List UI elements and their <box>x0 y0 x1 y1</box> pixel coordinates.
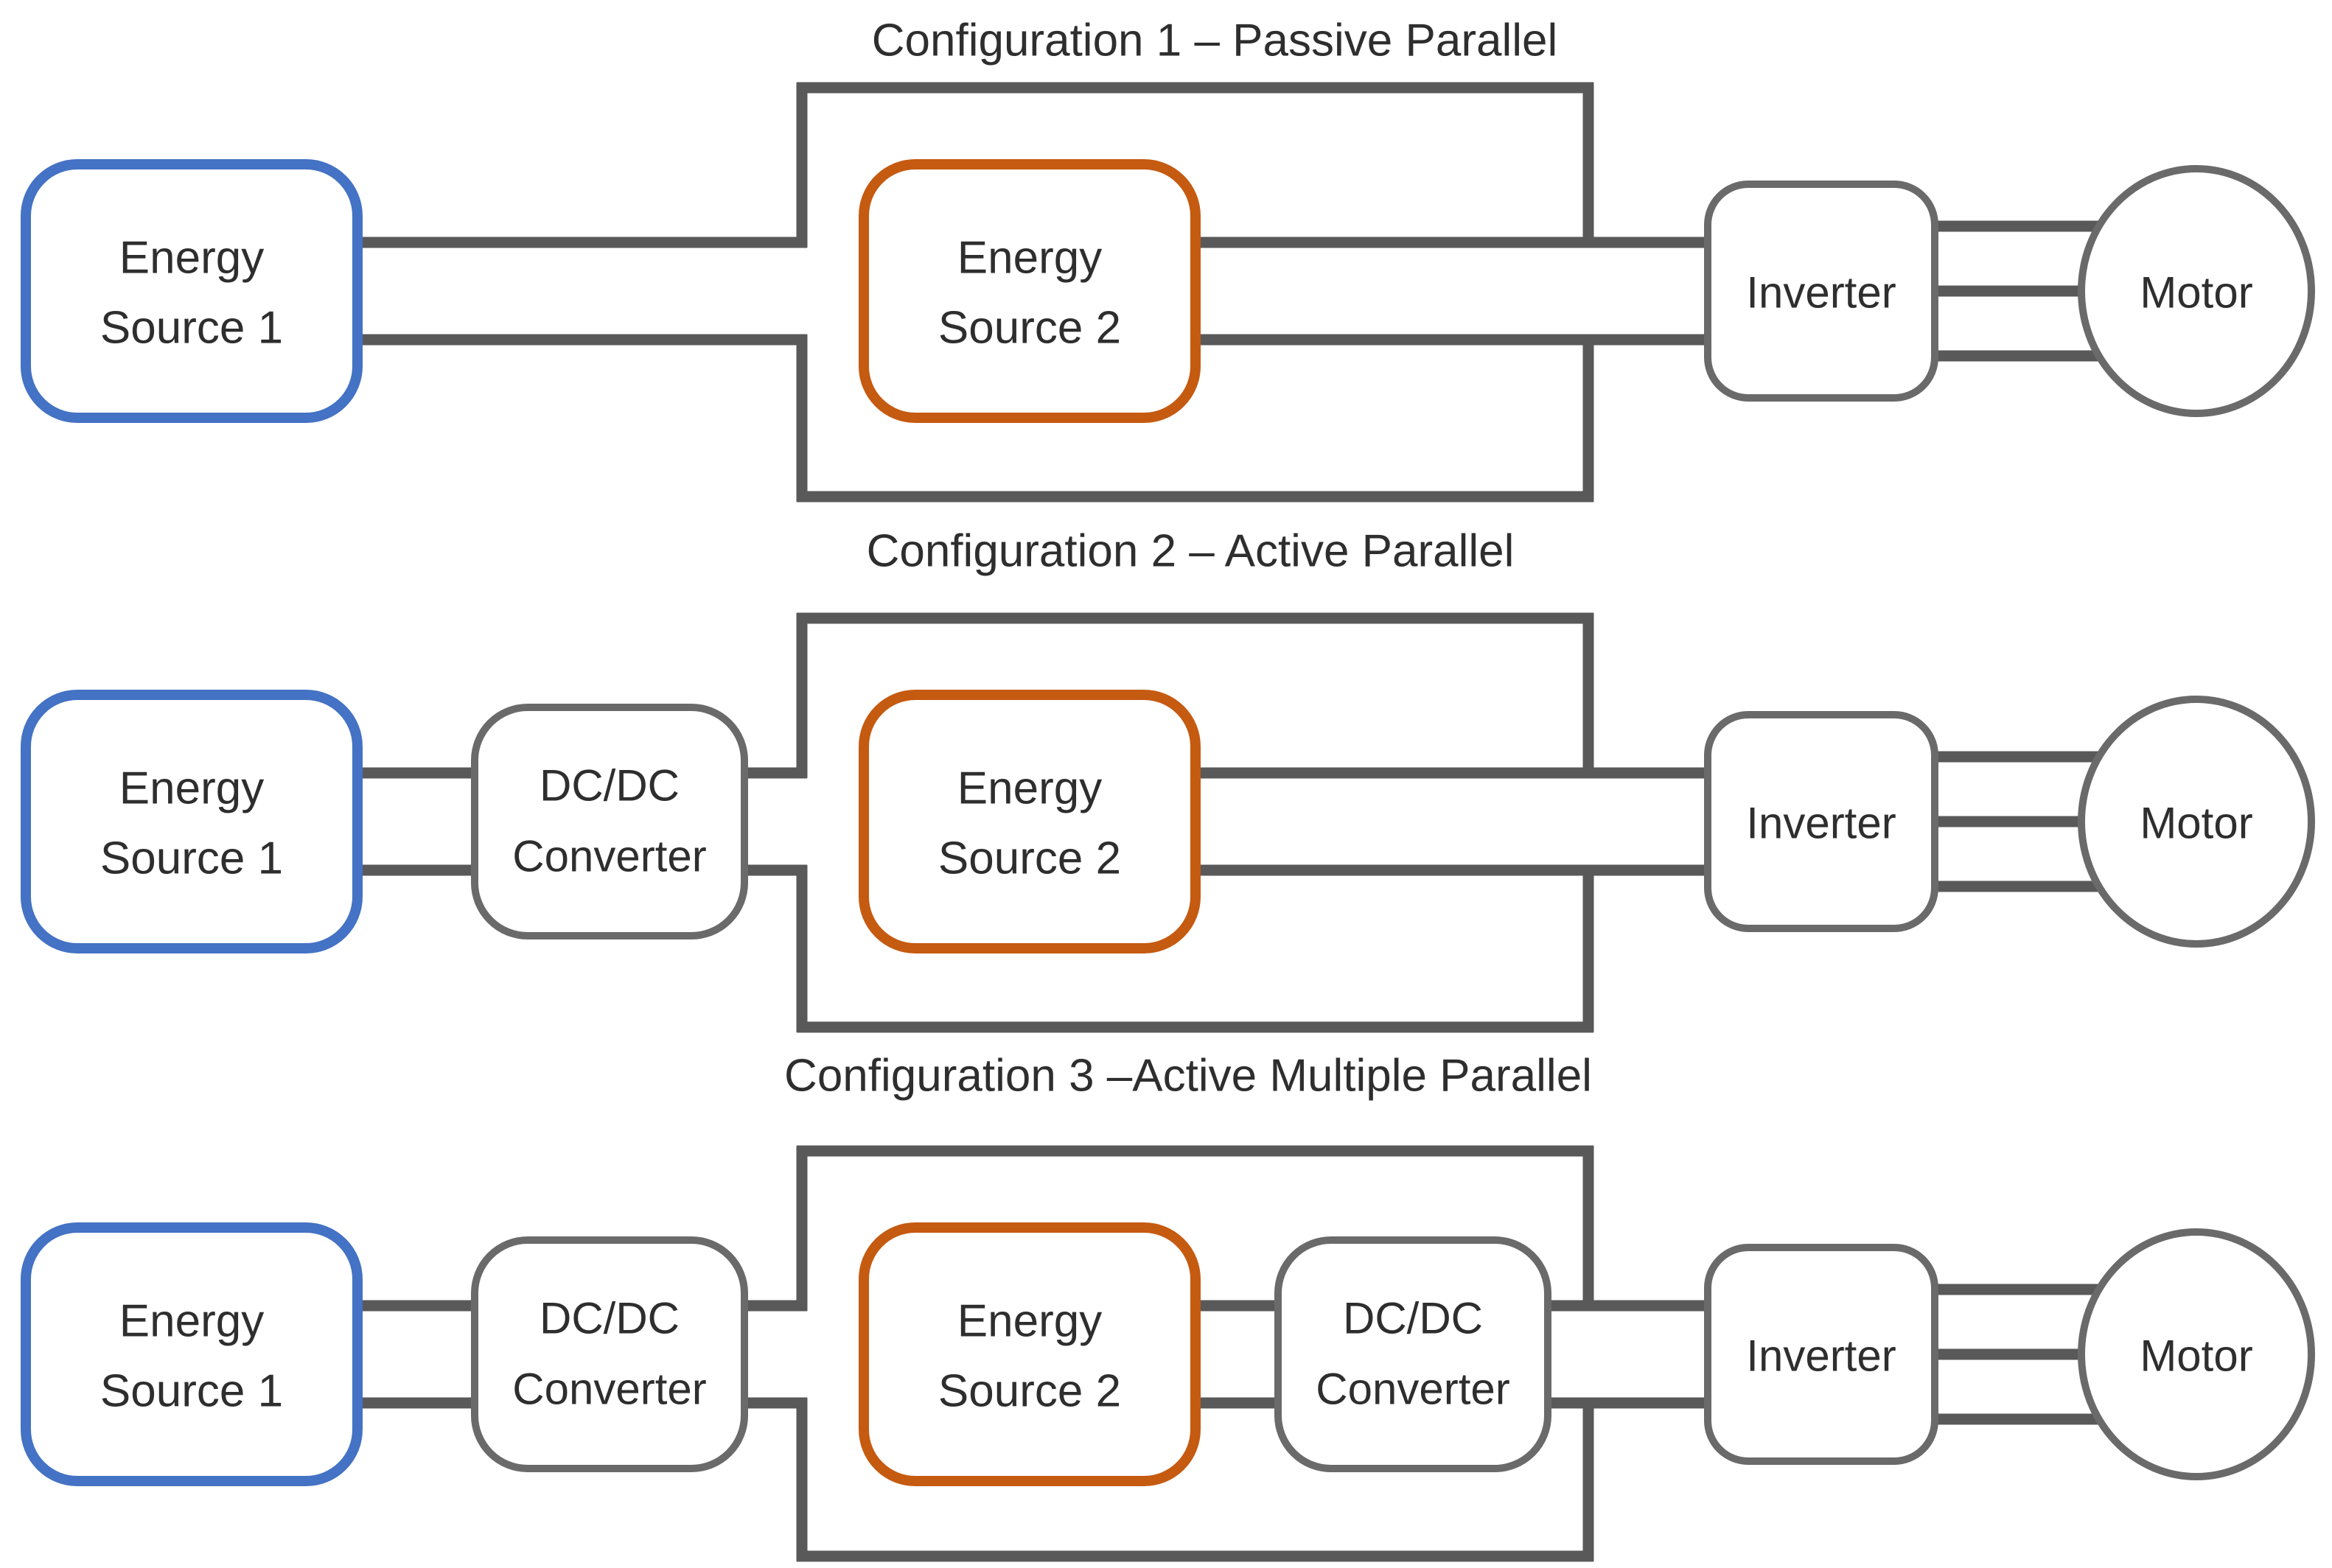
config-2-three-phase-wires-inverter-to-motor <box>1935 751 2101 892</box>
config-2-dc-wires-converter-to-bus <box>740 767 807 876</box>
config-3-bus-ring <box>796 1145 1594 1562</box>
config-3-title: Configuration 3 –Active Multiple Paralle… <box>784 1051 1592 1102</box>
config-2-dcdc-converter-label-line1: DC/DC <box>540 761 680 811</box>
config-2-inverter-box <box>1704 711 1938 932</box>
config-2-dcdc-converter-label-line2: Converter <box>512 832 706 881</box>
config-2-bus-ring <box>796 612 1594 1033</box>
config-1-inverter-box <box>1704 181 1938 402</box>
config-1-motor-circle <box>2078 165 2315 417</box>
config-1-energy-source-2-box <box>859 159 1201 423</box>
config-1-dc-wires-source1-to-bus <box>357 237 807 346</box>
config-3-dcdc-converter-1-box <box>471 1236 748 1472</box>
config-3-dcdc-converter-2-label-line1: DC/DC <box>1343 1294 1483 1343</box>
config-3-dc-wires-converter1-to-bus <box>740 1300 807 1409</box>
config-3-inverter-label: Inverter <box>1746 1331 1896 1381</box>
config-2-energy-source-1-label-line1: Energy <box>119 763 264 814</box>
config-3-dc-wires-source2-to-converter2 <box>1195 1300 1282 1409</box>
config-3-energy-source-2-label-line2: Source 2 <box>938 1366 1121 1417</box>
config-2-energy-source-2-label-line1: Energy <box>957 763 1102 814</box>
config-2-inverter-label: Inverter <box>1746 799 1896 848</box>
config-3-energy-source-1-box <box>21 1222 363 1486</box>
configuration-2-active-parallel: Configuration 2 – Active Parallel Energy… <box>21 526 2315 1033</box>
config-2-dcdc-converter-box <box>471 704 748 939</box>
config-1-title: Configuration 1 – Passive Parallel <box>872 15 1558 66</box>
config-3-energy-source-1-label-line2: Source 1 <box>100 1366 283 1417</box>
config-1-energy-source-1-label-line2: Source 1 <box>100 303 283 354</box>
config-1-energy-source-1-box <box>21 159 363 423</box>
config-1-energy-source-2-label-line2: Source 2 <box>938 303 1121 354</box>
config-3-energy-source-1-label-line1: Energy <box>119 1296 264 1347</box>
config-1-dc-wires-source2-to-inverter <box>1195 237 1711 346</box>
config-3-motor-circle <box>2078 1228 2315 1480</box>
config-3-motor-label: Motor <box>2140 1331 2252 1381</box>
config-3-dcdc-converter-1-label-line2: Converter <box>512 1365 706 1414</box>
configuration-1-passive-parallel: Configuration 1 – Passive Parallel Energ… <box>21 15 2315 503</box>
config-2-dc-wires-source2-to-inverter <box>1195 767 1711 876</box>
config-1-energy-source-1-label-line1: Energy <box>119 233 264 284</box>
config-2-dc-wires-source1-to-converter <box>357 767 479 876</box>
config-2-title: Configuration 2 – Active Parallel <box>867 526 1515 577</box>
config-2-energy-source-2-label-line2: Source 2 <box>938 833 1121 884</box>
config-2-energy-source-1-box <box>21 690 363 953</box>
config-1-motor-label: Motor <box>2140 268 2252 318</box>
config-3-inverter-box <box>1704 1244 1938 1465</box>
config-2-energy-source-1-label-line2: Source 1 <box>100 833 283 884</box>
configuration-3-active-multiple-parallel: Configuration 3 –Active Multiple Paralle… <box>21 1051 2315 1562</box>
config-3-energy-source-2-box <box>859 1222 1201 1486</box>
config-3-dcdc-converter-1-label-line1: DC/DC <box>540 1294 680 1343</box>
config-2-energy-source-2-box <box>859 690 1201 953</box>
config-1-bus-ring <box>796 82 1594 503</box>
config-1-three-phase-wires-inverter-to-motor <box>1935 220 2101 362</box>
config-1-energy-source-2-label-line1: Energy <box>957 233 1102 284</box>
config-3-energy-source-2-label-line1: Energy <box>957 1296 1102 1347</box>
config-2-motor-label: Motor <box>2140 799 2252 848</box>
config-3-three-phase-wires-inverter-to-motor <box>1935 1284 2101 1425</box>
config-3-dcdc-converter-2-label-line2: Converter <box>1316 1365 1509 1414</box>
config-3-dc-wires-converter2-to-inverter <box>1543 1300 1711 1409</box>
config-3-dcdc-converter-2-box <box>1274 1236 1551 1472</box>
config-3-dc-wires-source1-to-converter1 <box>357 1300 479 1409</box>
config-2-motor-circle <box>2078 696 2315 948</box>
config-1-inverter-label: Inverter <box>1746 268 1896 318</box>
